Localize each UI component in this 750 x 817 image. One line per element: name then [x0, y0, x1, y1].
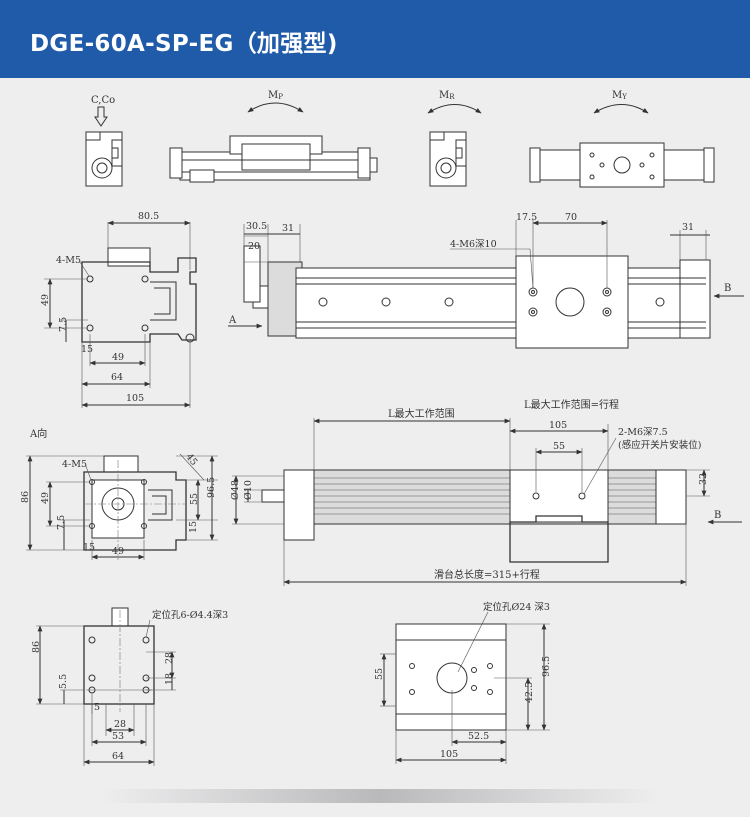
dim-front-48: Ø48: [230, 480, 241, 500]
dim-a-86: 86: [20, 491, 31, 503]
dim-a-45: 45: [183, 452, 199, 468]
my-label: MY: [612, 90, 627, 101]
dim-top-30-5: 30.5: [246, 221, 267, 232]
static-load-label: C,Co: [91, 95, 115, 106]
dim-side-15: 15: [81, 344, 93, 355]
technical-drawing: C,Co MP MR MY: [20, 90, 744, 803]
dim-bottom-5-5: 5.5: [58, 674, 69, 689]
dim-top-31b: 31: [682, 222, 694, 233]
page-title: DGE-60A-SP-EG（加强型): [30, 31, 338, 57]
bottom-view: 定位孔6-Ø4.4深3 86 28 18 5.5 5 28 53 64: [31, 607, 228, 766]
top-view: 30.5 31 20 17.5 70 31 4-M6深10 A B: [228, 212, 744, 349]
dim-side-64: 64: [111, 372, 123, 383]
load-icon-my: MY: [529, 90, 715, 188]
dim-a-49w: 49: [112, 546, 124, 557]
load-icon-mr: MR: [427, 90, 482, 187]
front-total-length: 滑台总长度=315+行程: [434, 568, 540, 581]
header-banner: DGE-60A-SP-EG（加强型): [0, 0, 750, 78]
dim-side-7-5: 7.5: [58, 317, 69, 332]
dim-a-49: 49: [40, 492, 51, 504]
dim-plate-105: 105: [440, 749, 458, 760]
dim-bottom-28: 28: [164, 652, 175, 664]
bottom-pin-label: 定位孔6-Ø4.4深3: [152, 609, 228, 621]
dim-bottom-86: 86: [31, 641, 42, 653]
dim-top-31a: 31: [282, 223, 294, 234]
dim-front-55: 55: [553, 441, 565, 452]
mr-label: MR: [439, 90, 455, 101]
dim-front-10: Ø10: [243, 480, 254, 500]
load-icon-static: C,Co: [85, 95, 123, 187]
dim-a-7-5: 7.5: [56, 515, 67, 530]
front-l-title: L最大工作范围: [388, 407, 455, 420]
front-m6-label: 2-M6深7.5: [618, 427, 668, 438]
dim-plate-96-5: 96.5: [541, 656, 552, 677]
front-m6-note: (感应开关片安装位): [618, 439, 701, 451]
dim-plate-55: 55: [374, 668, 385, 680]
dim-a-55: 55: [189, 493, 200, 505]
front-l-eq: L最大工作范围=行程: [524, 398, 619, 411]
front-view: L最大工作范围 L最大工作范围=行程 105 55 2-M6深7.5 (感应开关…: [230, 398, 742, 586]
dim-side-105: 105: [126, 393, 144, 404]
dim-plate-42-5: 42.5: [524, 682, 535, 703]
top-plate-pin-label: 定位孔Ø24 深3: [483, 601, 550, 613]
a-direction-view: A向 4-M5 45 86 49 7.5 15 49: [20, 427, 218, 560]
dim-side-49h: 49: [40, 294, 51, 306]
bottom-shadow: [100, 789, 660, 803]
dim-top-70: 70: [565, 212, 577, 223]
dim-bottom-53: 53: [112, 731, 124, 742]
dim-bottom-64: 64: [112, 751, 124, 762]
dim-front-105: 105: [549, 420, 567, 431]
dim-bottom-5: 5: [94, 702, 100, 713]
top-plate-view: 定位孔Ø24 深3 55 96.5 42.5 52.5 105: [374, 601, 552, 764]
dim-top-20: 20: [248, 241, 260, 252]
dim-top-17-5: 17.5: [516, 212, 537, 223]
top-m6-label: 4-M6深10: [450, 239, 497, 250]
dim-a-96-5: 96.5: [206, 477, 217, 498]
arrow-a-label: A: [228, 315, 237, 326]
load-icon-mp: MP: [169, 90, 378, 183]
dim-side-49w: 49: [112, 352, 124, 363]
dim-front-32: 32: [698, 473, 709, 485]
side-m5-label: 4-M5: [56, 255, 81, 266]
dim-bottom-28w: 28: [114, 719, 126, 730]
a-m5-label: 4-M5: [62, 459, 87, 470]
dim-plate-52-5: 52.5: [468, 731, 489, 742]
arrow-b-front-label: B: [714, 510, 721, 521]
a-view-label: A向: [29, 427, 47, 440]
dim-a-15b: 15: [188, 521, 199, 533]
mp-label: MP: [268, 90, 283, 101]
dim-80-5: 80.5: [138, 211, 159, 222]
side-view: 80.5 4-M5 49 7.5 15 49 64 105: [40, 211, 197, 408]
arrow-b-top-label: B: [724, 283, 731, 294]
dim-bottom-18: 18: [164, 673, 175, 685]
dim-a-15a: 15: [83, 542, 95, 553]
